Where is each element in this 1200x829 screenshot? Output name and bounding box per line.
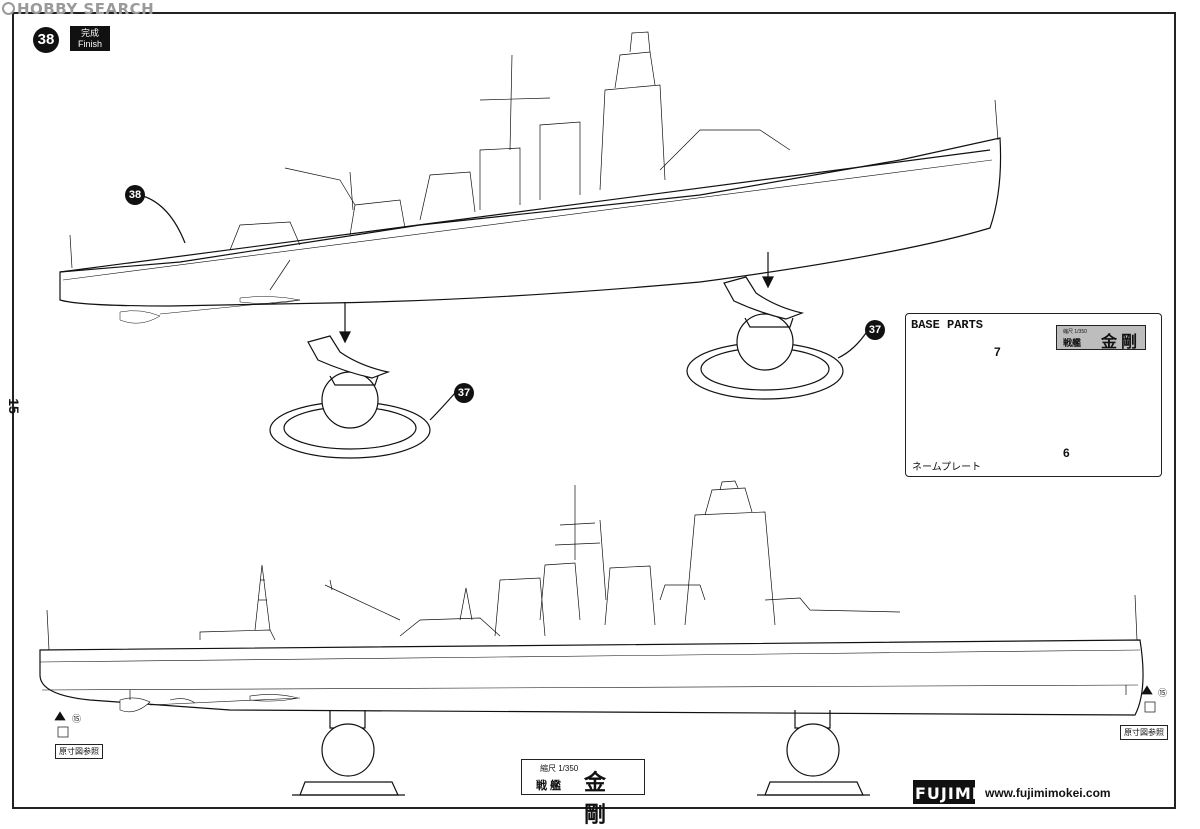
name-card: 縮尺 1/350 戦艦 金剛	[1056, 325, 1146, 351]
stand-right-drawing	[686, 276, 844, 400]
step-title-en: Finish	[77, 39, 102, 49]
reference-number-right: ⑮	[1158, 688, 1168, 698]
name-card-name: 金剛	[1101, 332, 1142, 351]
step-number-badge: 38	[33, 27, 59, 53]
name-card-scale: 縮尺 1/350	[1063, 329, 1087, 335]
bottom-name-plate: 縮尺 1/350 戦 艦 金剛	[521, 759, 645, 828]
callout-stand-right: 37	[865, 320, 885, 340]
reference-markers	[54, 685, 1156, 738]
base-parts-title: BASE PARTS	[911, 318, 984, 332]
reference-label-right: 原寸図参照	[1120, 725, 1168, 740]
part-number-7: 7	[994, 345, 1001, 359]
bottom-plate-name: 金剛	[584, 770, 617, 828]
brand-url[interactable]: www.fujimimokei.com	[985, 786, 1111, 800]
step-title-ja: 完成	[80, 28, 99, 38]
step-title-box: 完成 Finish	[70, 26, 110, 51]
page-frame	[12, 12, 1176, 809]
ship-perspective-drawing	[59, 31, 1002, 324]
reference-label-left: 原寸図参照	[55, 744, 103, 759]
watermark-logo-icon	[2, 2, 15, 15]
base-parts-panel: BASE PARTS 縮尺 1/350 戦艦 金剛 7 6 ネームプレート	[905, 313, 1162, 477]
stand-left-drawing	[269, 335, 431, 459]
callout-ship-top: 38	[125, 185, 145, 205]
part-number-6: 6	[1063, 446, 1070, 460]
stand-side-right-drawing	[757, 710, 870, 796]
watermark: HOBBY SEARCH	[2, 0, 154, 18]
callout-stand-left: 37	[454, 383, 474, 403]
stand-side-left-drawing	[292, 710, 405, 796]
bottom-plate-scale: 縮尺 1/350	[540, 764, 579, 773]
ship-side-drawing	[39, 480, 1144, 716]
nameplate-label: ネームプレート	[912, 462, 982, 473]
reference-number-left: ⑮	[72, 714, 82, 724]
fujimi-logo: FUJIMI	[913, 780, 978, 804]
name-card-type: 戦艦	[1063, 338, 1082, 348]
bottom-plate-type: 戦 艦	[536, 780, 562, 792]
